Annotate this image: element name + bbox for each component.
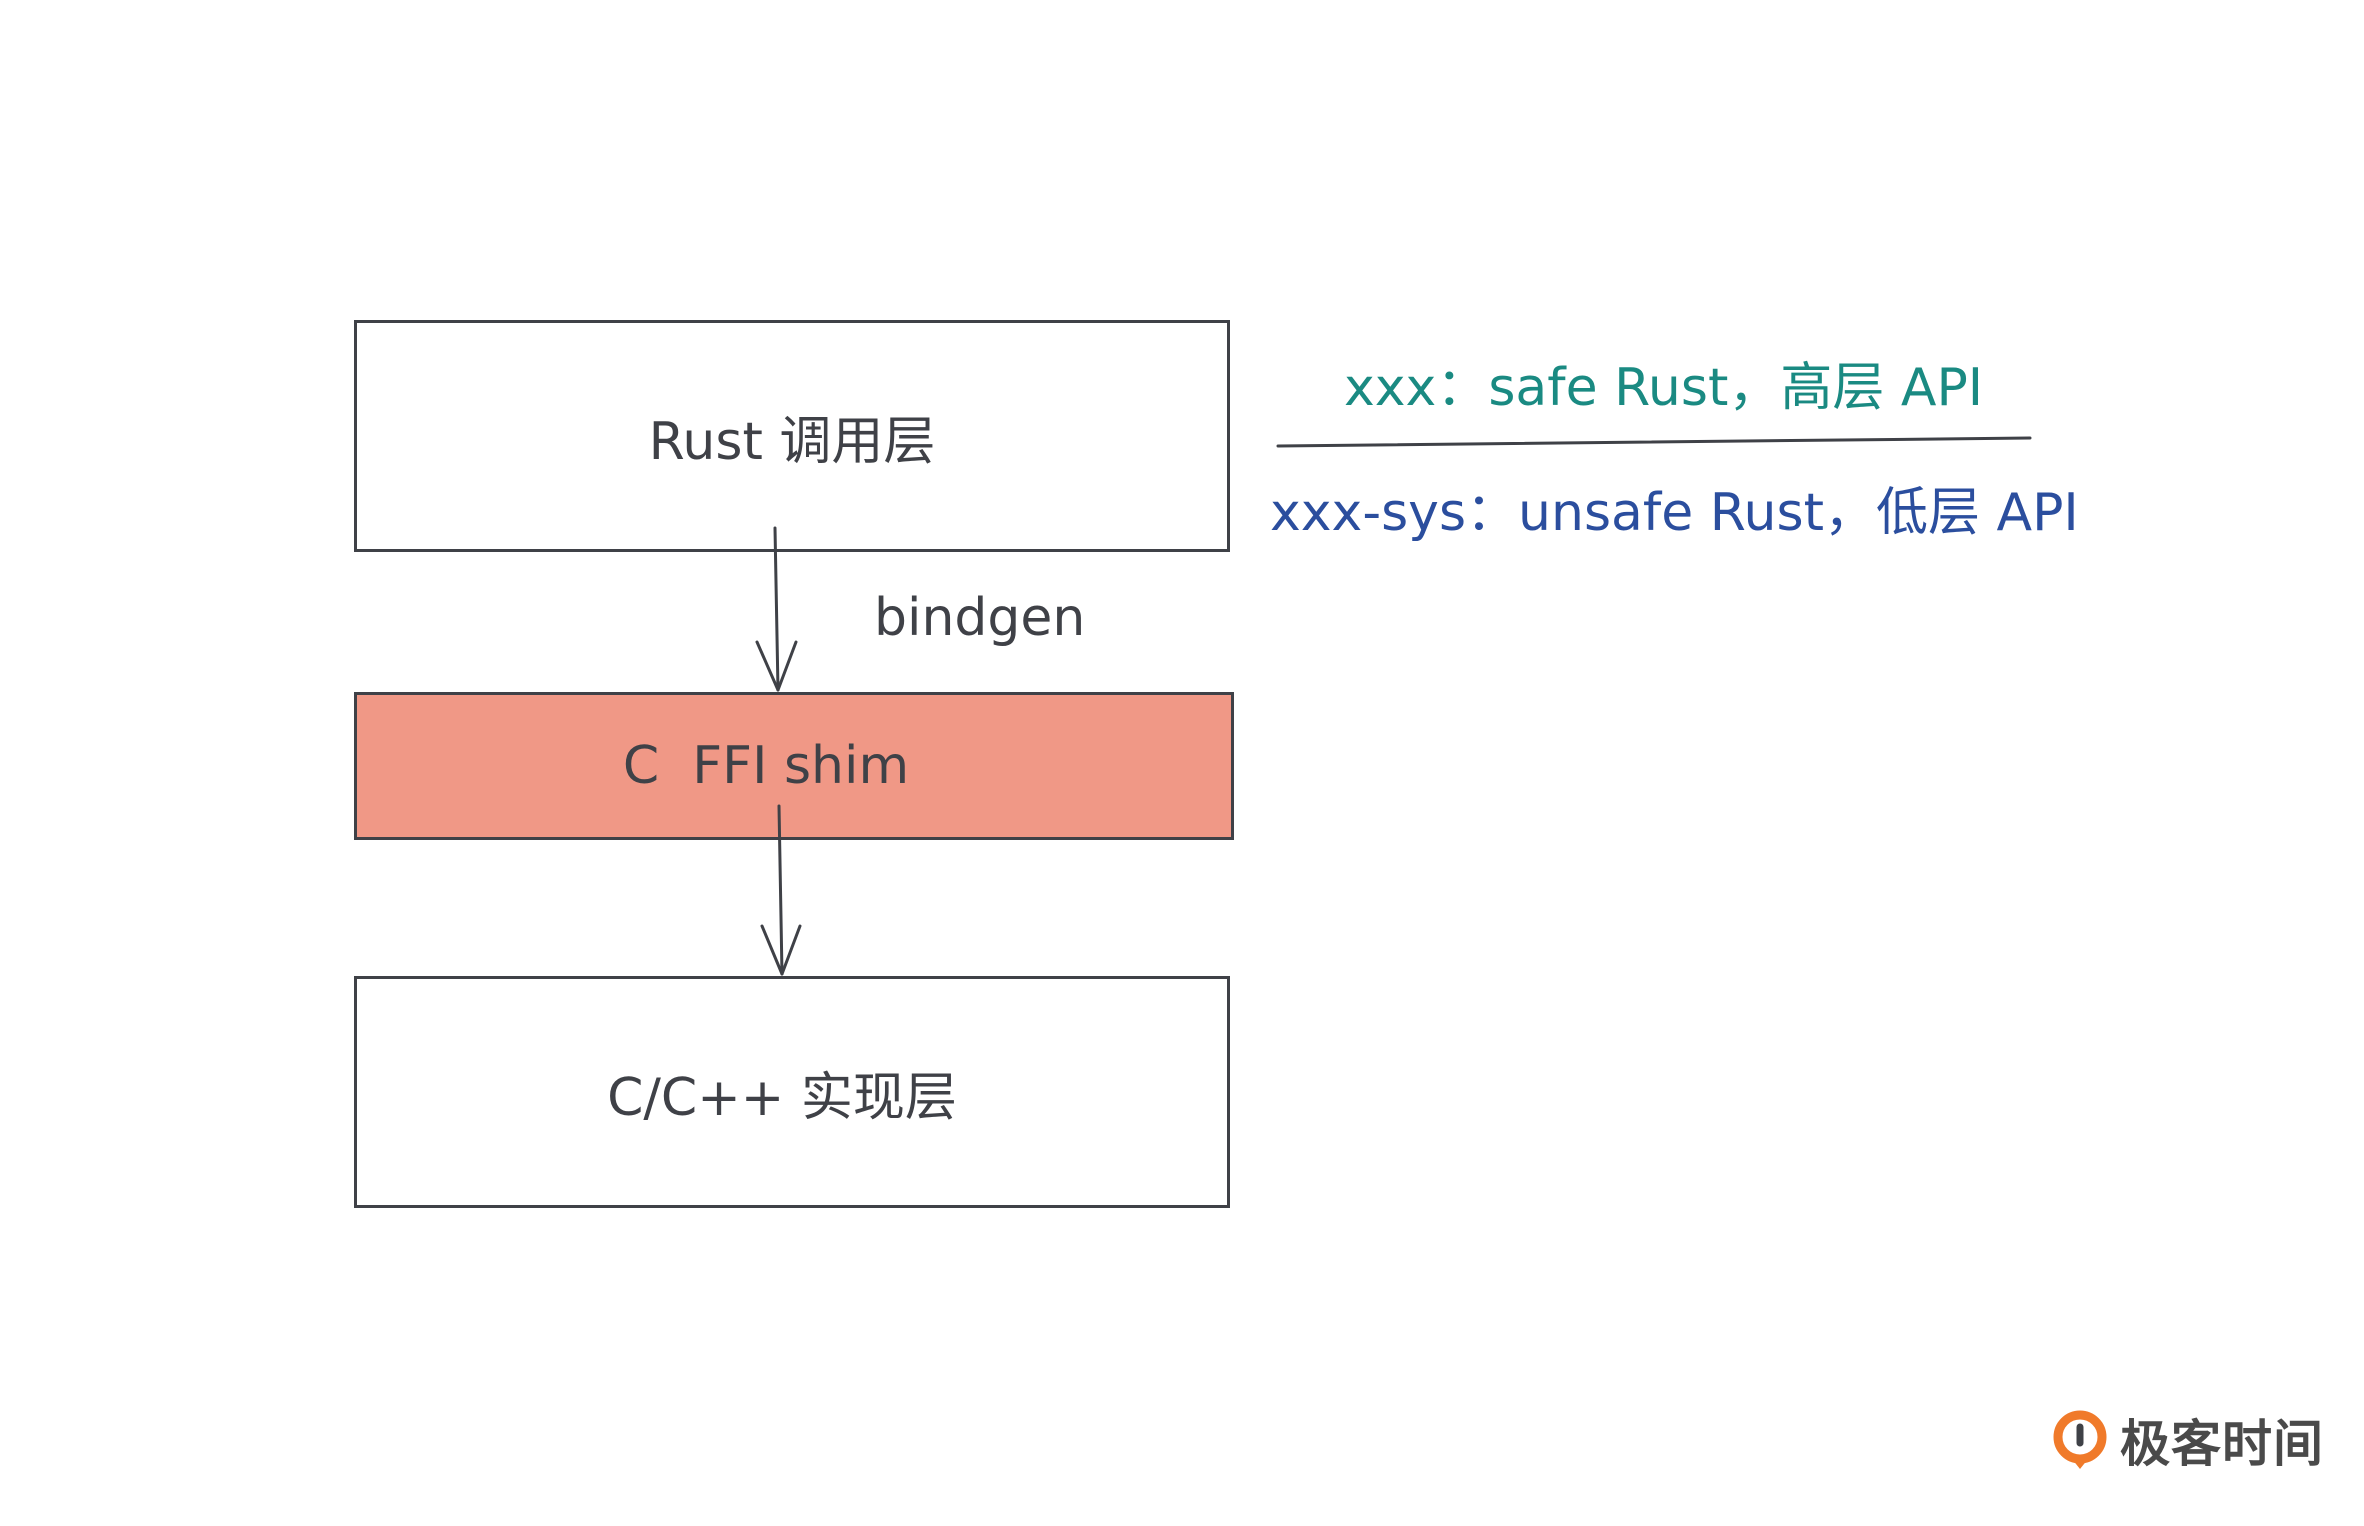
bindgen-edge-label: bindgen	[874, 588, 1086, 648]
sys-crate-legend: xxx-sys：unsafe Rust，低层 API	[1270, 483, 2079, 543]
rust-call-layer-box: Rust 调用层	[354, 320, 1230, 552]
arrow-rust-to-shim-line	[773, 526, 780, 692]
rust-call-layer-label: Rust 调用层	[648, 411, 936, 472]
cpp-impl-layer-box: C/C++ 实现层	[354, 976, 1230, 1208]
geektime-logo-icon	[2053, 1410, 2107, 1469]
brand-name: 极客时间	[2120, 1415, 2324, 1473]
arrow-rust-to-shim-head	[755, 640, 798, 692]
arrow-shim-to-impl-head	[760, 924, 802, 976]
c-ffi-shim-label: C FFI shim	[622, 736, 910, 796]
cpp-impl-layer-label: C/C++ 实现层	[607, 1067, 957, 1128]
legend-divider-line	[1276, 436, 2032, 448]
c-ffi-shim-box: C FFI shim	[354, 692, 1234, 840]
brand-watermark: 极客时间	[2050, 1404, 2324, 1476]
safe-crate-legend: xxx：safe Rust，高层 API	[1344, 358, 1984, 418]
